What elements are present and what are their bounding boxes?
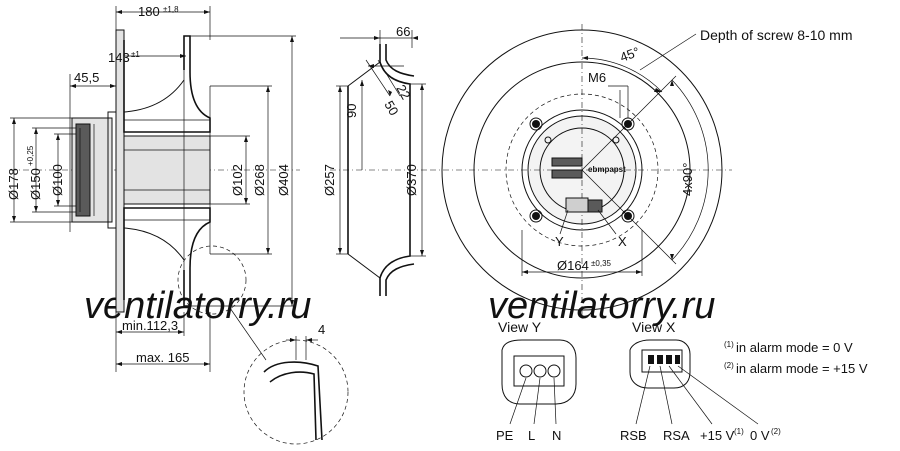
dim-dia-268: Ø268 — [252, 164, 267, 196]
note1-text: in alarm mode = 0 V — [736, 340, 853, 355]
dim-dia-257: Ø257 — [322, 164, 337, 196]
dim-width-143-tol: ±1 — [131, 50, 140, 59]
dim-dia-370: Ø370 — [404, 164, 419, 196]
pin-0v: 0 V — [750, 428, 770, 443]
dim-dia-164: Ø164 — [557, 258, 589, 273]
dim-width-66: 66 — [396, 24, 410, 39]
dim-22: 22 — [393, 82, 413, 102]
dim-dia-178: Ø178 — [6, 168, 21, 200]
angle-45: 45° — [618, 44, 642, 65]
dim-dia-102: Ø102 — [230, 164, 245, 196]
view-x-title: View X — [632, 319, 676, 335]
dim-dia-404: Ø404 — [276, 164, 291, 196]
section-view: 66 90 22 50 Ø257 Ø370 — [322, 24, 430, 296]
note2-sup: (2) — [724, 361, 734, 370]
label-x: X — [618, 234, 627, 249]
dim-min-depth: min.112,3 — [122, 318, 178, 333]
note1-sup: (1) — [724, 340, 734, 349]
note2-text: in alarm mode = +15 V — [736, 361, 868, 376]
dim-dia-164-tol: ±0,35 — [591, 259, 612, 268]
dim-50: 50 — [381, 98, 401, 118]
pin-15v-sup: (1) — [734, 427, 744, 436]
screw-depth-note: Depth of screw 8-10 mm — [700, 27, 853, 43]
dim-dia-150-tol: +0,25 — [26, 145, 35, 166]
connector-view-x: View X RSB RSA +15 V (1) 0 V (2) — [620, 319, 781, 443]
dim-width-overall-tol: ±1,8 — [163, 5, 179, 14]
dim-dia-100: Ø100 — [50, 164, 65, 196]
pin-0v-sup: (2) — [771, 427, 781, 436]
brand-mark: ebmpapst — [588, 165, 626, 174]
dim-width-45: 45,5 — [74, 70, 99, 85]
front-view: ebmpapst Depth of screw 8-10 mm M6 45° 4… — [430, 24, 853, 318]
pin-n: N — [552, 428, 561, 443]
dim-max-depth: max. 165 — [136, 350, 189, 365]
pin-15v: +15 V — [700, 428, 735, 443]
angle-4x90: 4x90° — [680, 163, 695, 196]
dim-width-143: 143 — [108, 50, 130, 65]
label-y: Y — [555, 234, 564, 249]
pin-l: L — [528, 428, 535, 443]
dim-width-overall: 180 — [138, 4, 160, 19]
notes: (1) in alarm mode = 0 V (2) in alarm mod… — [724, 340, 868, 376]
pin-pe: PE — [496, 428, 514, 443]
thread-spec: M6 — [588, 70, 606, 85]
view-y-title: View Y — [498, 319, 542, 335]
pin-rsa: RSA — [663, 428, 690, 443]
dim-detail-4: 4 — [318, 322, 325, 337]
dim-dia-150: Ø150 — [28, 168, 43, 200]
connector-view-y: View Y PE L N — [496, 319, 577, 443]
watermark-right: ventilatorry.ru — [488, 285, 715, 327]
side-view: 180 ±1,8 143 ±1 45,5 Ø178 Ø150 +0,25 Ø10… — [6, 4, 349, 445]
pin-rsb: RSB — [620, 428, 647, 443]
dim-90: 90 — [344, 104, 359, 118]
